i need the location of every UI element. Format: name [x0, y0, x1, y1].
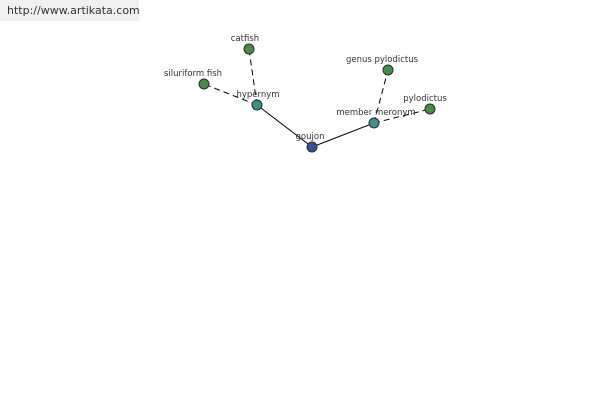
- node-genus-pylodictus[interactable]: [382, 64, 394, 76]
- node-catfish[interactable]: [243, 43, 255, 55]
- label-member-meronym[interactable]: member meronym: [336, 108, 415, 118]
- node-siluriform-fish[interactable]: [198, 78, 210, 90]
- label-hypernym[interactable]: hypernym: [236, 90, 279, 100]
- label-goujon[interactable]: goujon: [296, 132, 325, 142]
- edge-member-meronym-genus-pylodictus: [373, 69, 389, 124]
- label-genus-pylodictus[interactable]: genus pylodictus: [346, 55, 419, 65]
- edge-goujon-hypernym: [256, 104, 313, 148]
- node-pylodictus[interactable]: [424, 103, 436, 115]
- label-catfish[interactable]: catfish: [231, 34, 259, 44]
- label-siluriform-fish[interactable]: siluriform fish: [164, 69, 222, 79]
- node-member-meronym[interactable]: [368, 117, 380, 129]
- node-goujon[interactable]: [306, 141, 318, 153]
- node-hypernym[interactable]: [251, 99, 263, 111]
- edge-goujon-member-meronym: [311, 122, 375, 148]
- url-banner[interactable]: http://www.artikata.com: [0, 0, 140, 21]
- url-text[interactable]: http://www.artikata.com: [7, 4, 140, 17]
- label-pylodictus[interactable]: pylodictus: [403, 94, 447, 104]
